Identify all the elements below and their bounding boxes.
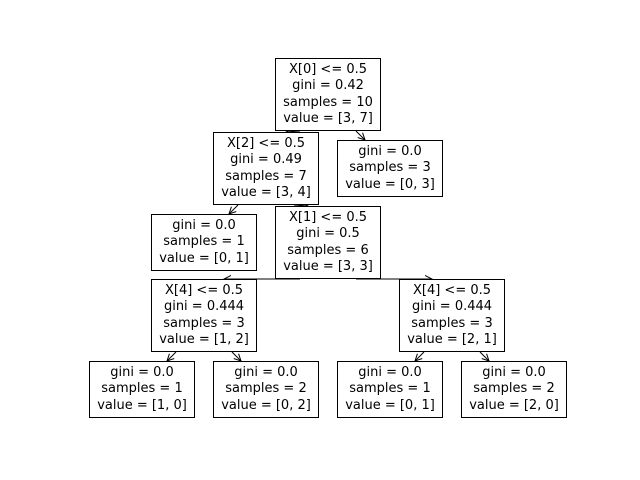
node-value: value = [2, 1] xyxy=(407,332,497,347)
tree-leaf-node: gini = 0.0 samples = 2 value = [0, 2] xyxy=(213,361,319,418)
node-split-condition: X[4] <= 0.5 xyxy=(164,282,244,298)
node-value: value = [2, 0] xyxy=(469,397,559,413)
node-gini: gini = 0.0 xyxy=(234,364,298,380)
node-gini: gini = 0.0 xyxy=(358,143,422,159)
node-samples: samples = 2 xyxy=(473,381,555,397)
tree-node-x4-split-left: X[4] <= 0.5 gini = 0.444 samples = 3 val… xyxy=(151,279,257,352)
node-samples: samples = 10 xyxy=(283,94,373,110)
tree-node-x1-split: X[1] <= 0.5 gini = 0.5 samples = 6 value… xyxy=(275,206,381,279)
node-value: value = [3, 4] xyxy=(221,185,311,200)
node-gini: gini = 0.0 xyxy=(482,364,546,380)
node-samples: samples = 1 xyxy=(349,381,431,397)
node-value: value = [1, 2] xyxy=(159,332,249,347)
tree-leaf-node: gini = 0.0 samples = 1 value = [0, 1] xyxy=(337,361,443,418)
node-samples: samples = 3 xyxy=(411,315,493,331)
node-split-condition: X[1] <= 0.5 xyxy=(288,209,368,225)
node-split-condition: X[0] <= 0.5 xyxy=(288,61,368,77)
node-value: value = [0, 1] xyxy=(345,397,435,413)
tree-edge-arrow xyxy=(479,351,489,361)
node-gini: gini = 0.42 xyxy=(292,78,364,93)
tree-node-x4-split-right: X[4] <= 0.5 gini = 0.444 samples = 3 val… xyxy=(399,279,505,352)
node-gini: gini = 0.0 xyxy=(172,217,236,233)
tree-edge-arrow xyxy=(355,130,365,140)
tree-leaf-node: gini = 0.0 samples = 2 value = [2, 0] xyxy=(461,361,567,418)
tree-edge-arrow xyxy=(286,131,301,132)
tree-edge-arrow xyxy=(415,351,425,361)
node-gini: gini = 0.0 xyxy=(358,364,422,380)
tree-leaf-node: gini = 0.0 samples = 3 value = [0, 3] xyxy=(337,140,443,197)
node-gini: gini = 0.444 xyxy=(163,299,245,314)
node-value: value = [0, 1] xyxy=(159,250,249,266)
node-samples: samples = 1 xyxy=(163,234,245,250)
node-gini: gini = 0.49 xyxy=(230,152,302,167)
tree-node-root: X[0] <= 0.5 gini = 0.42 samples = 10 val… xyxy=(275,58,381,131)
node-value: value = [3, 3] xyxy=(283,259,373,274)
node-split-condition: X[4] <= 0.5 xyxy=(412,282,492,298)
node-value: value = [0, 3] xyxy=(345,176,435,192)
node-samples: samples = 1 xyxy=(101,381,183,397)
tree-node-x2-split: X[2] <= 0.5 gini = 0.49 samples = 7 valu… xyxy=(213,132,319,205)
node-split-condition: X[2] <= 0.5 xyxy=(226,135,306,151)
tree-edge-arrow xyxy=(229,204,239,214)
node-samples: samples = 7 xyxy=(225,168,307,184)
node-samples: samples = 6 xyxy=(287,242,369,258)
tree-edge-arrow xyxy=(231,351,241,361)
node-value: value = [3, 7] xyxy=(283,111,373,126)
node-gini: gini = 0.444 xyxy=(411,299,493,314)
node-gini: gini = 0.0 xyxy=(110,364,174,380)
node-samples: samples = 2 xyxy=(225,381,307,397)
tree-edge-arrow xyxy=(293,205,308,206)
tree-edge-arrow xyxy=(167,351,177,361)
node-gini: gini = 0.5 xyxy=(296,226,360,241)
tree-leaf-node: gini = 0.0 samples = 1 value = [0, 1] xyxy=(151,214,257,271)
tree-leaf-node: gini = 0.0 samples = 1 value = [1, 0] xyxy=(89,361,195,418)
node-samples: samples = 3 xyxy=(349,160,431,176)
node-value: value = [1, 0] xyxy=(97,397,187,413)
node-samples: samples = 3 xyxy=(163,315,245,331)
node-value: value = [0, 2] xyxy=(221,397,311,413)
